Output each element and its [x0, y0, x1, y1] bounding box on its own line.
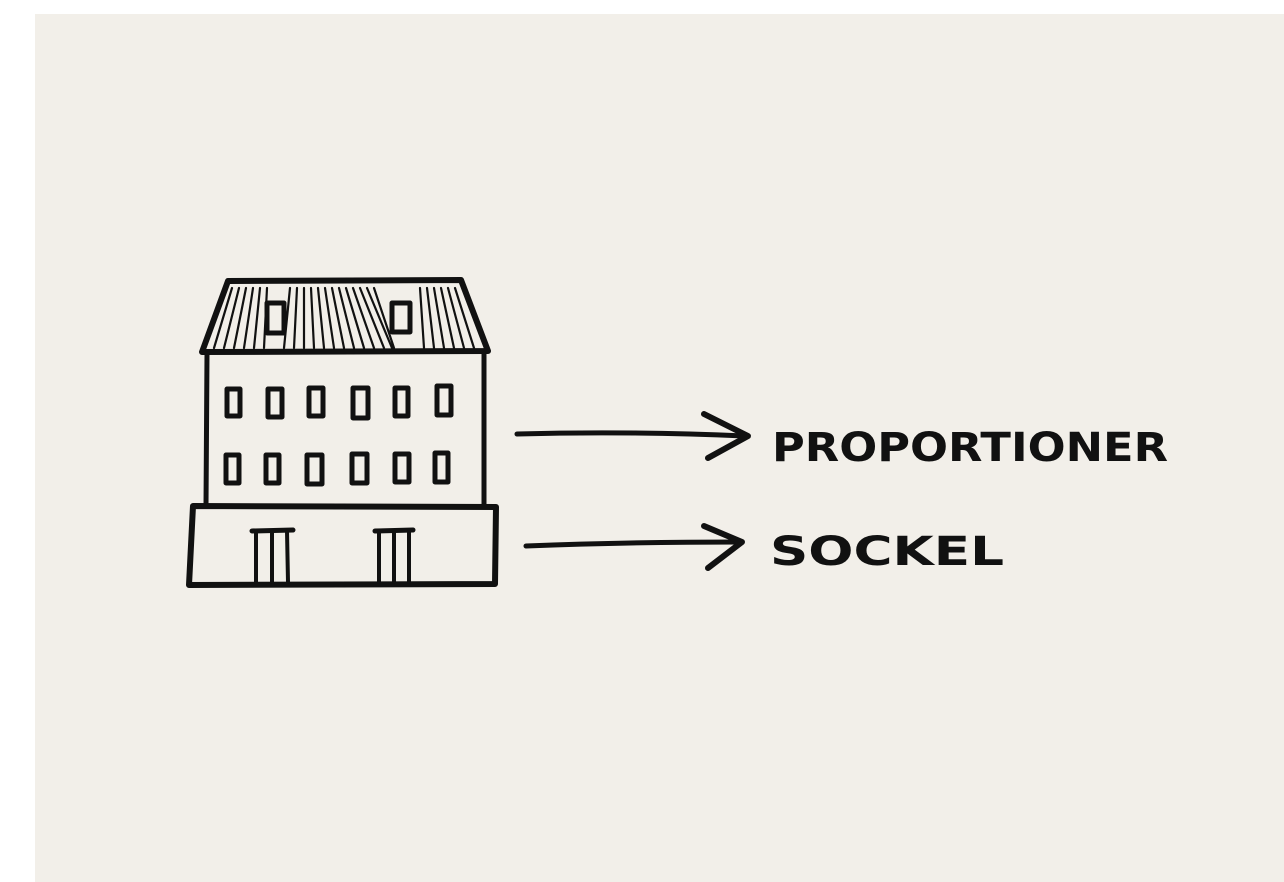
window	[432, 450, 451, 485]
window	[392, 385, 411, 419]
window	[263, 452, 282, 486]
paper-sheet	[35, 14, 1284, 882]
label-sockel: SOCKEL	[770, 529, 1004, 575]
window-grid	[223, 383, 454, 487]
building-facade	[203, 351, 487, 509]
door-right	[372, 527, 416, 584]
dormer-window-right	[389, 300, 413, 335]
window	[434, 383, 454, 418]
building-illustration	[186, 277, 499, 588]
arrow-to-sockel	[523, 523, 745, 571]
window	[265, 386, 285, 420]
window	[223, 452, 242, 486]
window	[350, 385, 371, 421]
label-proportioner: PROPORTIONER	[772, 425, 1168, 471]
dormer-window-left	[264, 300, 287, 336]
window	[392, 451, 412, 485]
window	[349, 451, 370, 486]
mansard-roof	[199, 277, 491, 355]
door-left	[249, 527, 296, 584]
arrow-to-proportioner	[514, 411, 751, 461]
building-plinth	[186, 503, 499, 588]
window	[304, 452, 325, 487]
roof-hatching	[212, 286, 476, 350]
window	[224, 386, 243, 419]
window	[306, 385, 326, 419]
